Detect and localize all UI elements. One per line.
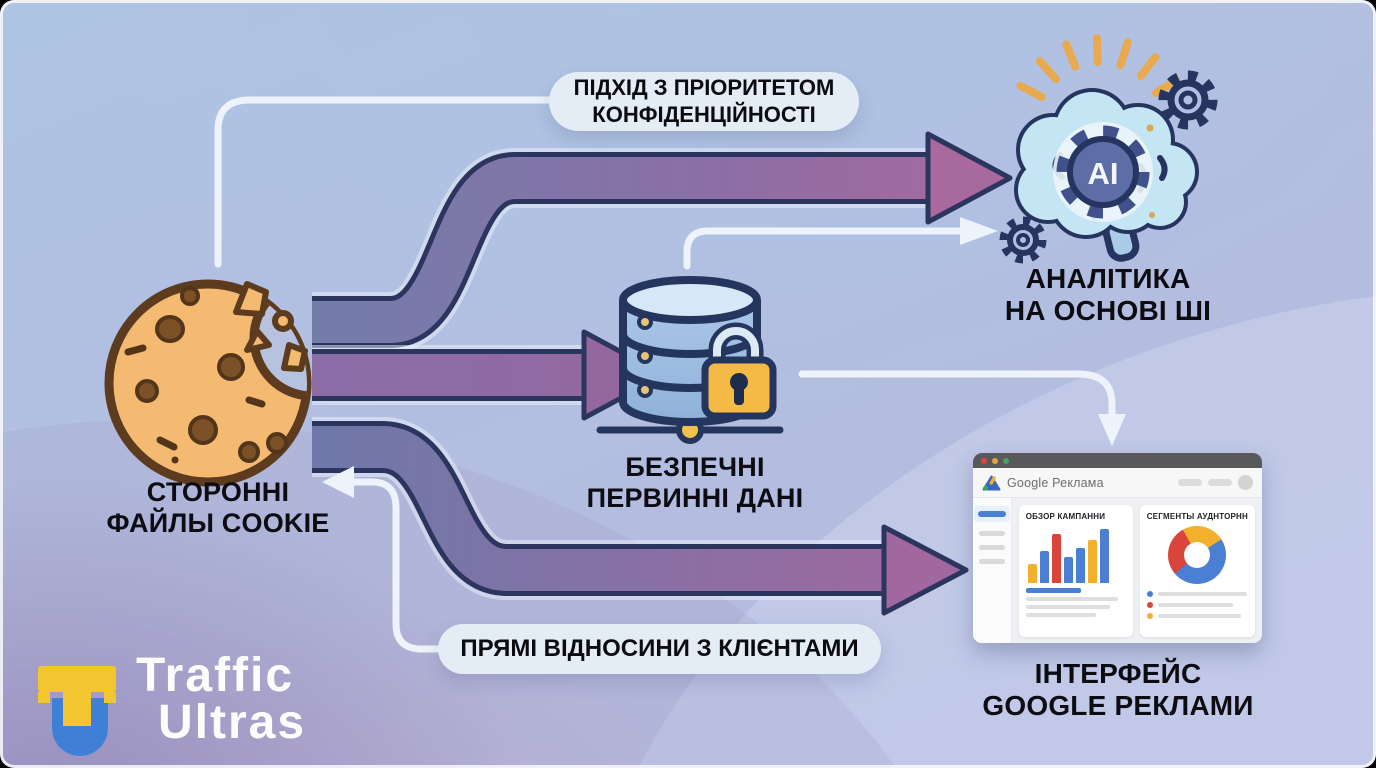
traffic-ultras-logo-icon	[34, 652, 126, 758]
traffic-light-green-icon	[1003, 457, 1009, 464]
cookie-label-line2: ФАЙЛЫ COOKIE	[106, 507, 330, 538]
bar	[1099, 529, 1109, 583]
legend-row	[1146, 613, 1248, 619]
privacy-pill: ПІДХІД З ПРІОРИТЕТОМ КОНФІДЕНЦІЙНОСТІ	[549, 72, 859, 131]
arrow-cookie-to-gads	[312, 417, 969, 616]
ai-label-line1: АНАЛІТИКА	[1025, 263, 1191, 294]
bar	[1051, 533, 1061, 583]
donut-chart	[1168, 526, 1227, 584]
text-line	[1025, 613, 1096, 617]
bar	[1039, 550, 1049, 583]
logo-t-step	[38, 692, 50, 703]
highlight-line	[1025, 588, 1081, 593]
traffic-light-yellow-icon	[992, 457, 998, 464]
legend-line	[1157, 592, 1247, 596]
bar	[1087, 540, 1097, 583]
sidebar-item	[978, 545, 1005, 550]
sidebar-item-active	[973, 506, 1010, 522]
traffic-light-red-icon	[981, 457, 987, 464]
avatar	[1238, 475, 1253, 490]
logo-word-ultras: Ultras	[158, 696, 307, 750]
gads-header-menu	[1178, 475, 1253, 490]
arrow-cookie-to-database	[312, 329, 667, 421]
donut-wrap	[1146, 521, 1248, 619]
sidebar-item	[978, 559, 1005, 564]
bar	[1027, 563, 1037, 583]
gads-label-line2: GOOGLE РЕКЛАМИ	[982, 689, 1254, 721]
arrow-database-to-gads	[798, 370, 1126, 446]
ai-badge-text: AI	[1088, 156, 1119, 191]
line-cookie-to-privacy-pill	[214, 96, 555, 268]
traffic-ultras-logo: Traffic Ultras	[34, 649, 307, 758]
cookie-icon	[104, 279, 312, 487]
google-ads-logo-icon	[982, 475, 1001, 490]
legend-dot-icon	[1146, 602, 1153, 608]
legend-row	[1146, 602, 1248, 608]
gear-bottom-left-icon	[999, 216, 1047, 264]
campaign-overview-card: ОБЗОР КАМПАННИ	[1018, 505, 1133, 637]
legend-line	[1157, 614, 1241, 618]
logo-t-step	[104, 692, 116, 703]
ai-brain-icon: AI	[999, 34, 1218, 264]
secure-first-party-data-label: БЕЗПЕЧНІ ПЕРВИННІ ДАНІ	[545, 452, 845, 513]
gear-top-right-icon	[1158, 70, 1218, 130]
rays-icon	[1016, 34, 1181, 101]
gads-header: Google Реклама	[973, 468, 1262, 498]
direct-pill-text: ПРЯМІ ВІДНОСИНИ З КЛІЄНТАМИ	[460, 635, 859, 662]
ai-label-line2: НА ОСНОВІ ШІ	[1004, 294, 1212, 326]
sidebar-item	[978, 531, 1005, 536]
gads-label-line1: ІНТЕРФЕЙС	[1034, 658, 1202, 689]
gads-app-name: Google Реклама	[1007, 475, 1104, 490]
card1-title: ОБЗОР КАМПАННИ	[1025, 512, 1106, 521]
arrow-cookie-to-ai	[312, 131, 1013, 352]
menu-pill	[1208, 479, 1232, 486]
audience-segments-card: СЕГМЕНТЫ АУДНТОРНН	[1139, 505, 1255, 637]
cookie-label-line1: СТОРОННІ	[146, 477, 290, 507]
logo-t-stem	[63, 666, 91, 726]
text-line	[1025, 605, 1110, 609]
legend-dot-icon	[1146, 591, 1153, 597]
gads-titlebar	[973, 453, 1262, 468]
donut-legend	[1146, 591, 1248, 619]
gads-main: ОБЗОР КАМПАННИ СЕГМЕНТЫ АУДНТОРНН	[1012, 498, 1262, 643]
legend-dot-icon	[1146, 613, 1153, 619]
menu-pill	[1178, 479, 1202, 486]
arrow-direct-to-cookie	[322, 466, 449, 653]
logo-word-traffic: Traffic	[136, 649, 295, 702]
logo-wordmark: Traffic Ultras	[136, 649, 307, 750]
database-label-line1: БЕЗПЕЧНІ	[625, 452, 765, 482]
third-party-cookies-label: СТОРОННІ ФАЙЛЫ COOKIE	[68, 477, 368, 538]
database-lock-icon	[596, 276, 784, 444]
bar	[1075, 548, 1085, 583]
card2-title: СЕГМЕНТЫ АУДНТОРНН	[1146, 512, 1248, 521]
arrow-database-to-ai	[683, 217, 998, 270]
gads-window: Google Реклама ОБЗОР КАМПАННИ	[973, 453, 1262, 643]
ai-analytics-label: АНАЛІТИКА НА ОСНОВІ ШІ	[958, 263, 1258, 326]
gads-interface-label: ІНТЕРФЕЙС GOOGLE РЕКЛАМИ	[948, 658, 1288, 721]
privacy-pill-line2: КОНФІДЕНЦІЙНОСТІ	[592, 101, 816, 127]
bar	[1063, 557, 1073, 583]
database-label-line2: ПЕРВИННІ ДАНІ	[586, 482, 804, 513]
legend-line	[1157, 603, 1233, 607]
legend-row	[1146, 591, 1248, 597]
card1-lines	[1025, 588, 1126, 617]
gads-body: ОБЗОР КАМПАННИ СЕГМЕНТЫ АУДНТОРНН	[973, 498, 1262, 643]
privacy-pill-line1: ПІДХІД З ПРІОРИТЕТОМ	[573, 74, 835, 100]
direct-relations-pill: ПРЯМІ ВІДНОСИНИ З КЛІЄНТАМИ	[438, 624, 881, 674]
bar-chart	[1027, 527, 1124, 583]
text-line	[1025, 597, 1118, 601]
gads-sidebar	[973, 498, 1012, 643]
